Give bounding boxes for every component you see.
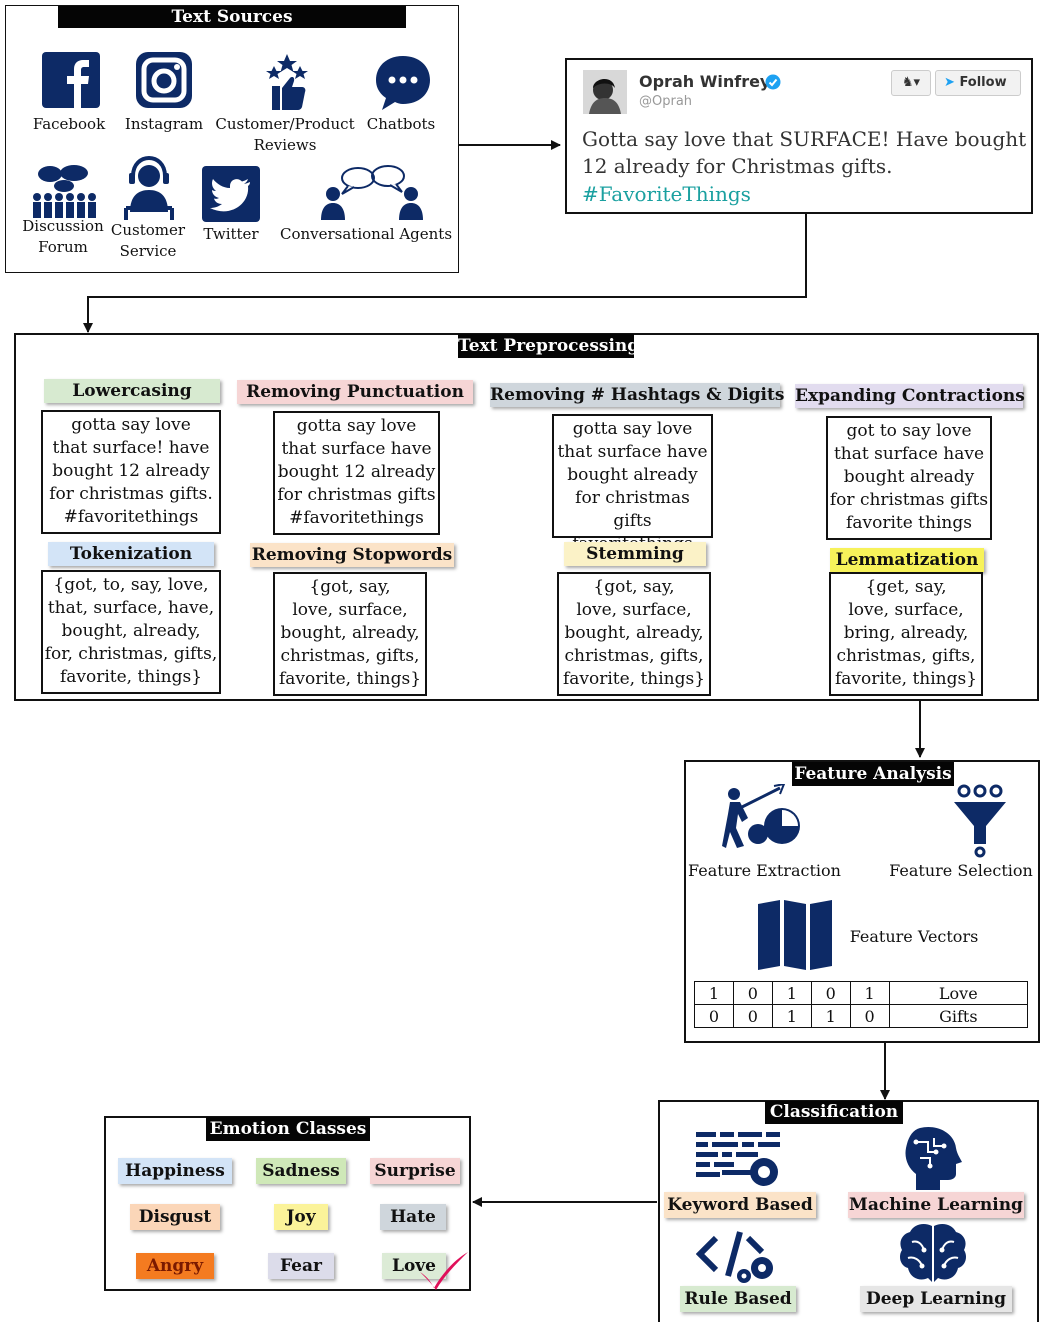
emotion-love: Love	[382, 1253, 446, 1279]
emotion-hate: Hate	[380, 1204, 446, 1230]
step-output-removing-hashtags-digits: gotta say love that surface have bought …	[552, 414, 713, 554]
source-label-instagram: Instagram	[124, 115, 204, 133]
verified-icon	[765, 74, 781, 90]
vector-cell: 0	[732, 1004, 773, 1028]
tweet-author-name: Oprah Winfrey	[639, 72, 771, 91]
source-label-conversational-agents: Conversational Agents	[279, 225, 453, 243]
vector-row-label: Love	[888, 981, 1029, 1005]
emotion-joy: Joy	[274, 1204, 328, 1230]
step-header-removing-stopwords: Removing Stopwords	[250, 543, 454, 567]
step-output-removing-stopwords: {got, say, love, surface, bought, alread…	[273, 572, 427, 696]
review-stars-icon	[266, 54, 308, 110]
step-output-lemmatization: {get, say, love, surface, bring, already…	[829, 572, 983, 696]
emotion-sadness: Sadness	[256, 1158, 346, 1184]
source-label-twitter: Twitter	[203, 225, 259, 243]
follow-button[interactable]: ➤ Follow	[935, 70, 1021, 96]
conversational-agents-icon	[321, 165, 423, 220]
code-gear-icon	[696, 1231, 773, 1283]
step-header-removing-hashtags-digits: Removing # Hashtags & Digits	[490, 383, 785, 407]
feature-analysis-title: Feature Analysis	[792, 762, 954, 786]
twitter-bird-icon: ➤	[944, 75, 955, 90]
feature-vector-table: 1 0 1 0 1 Love 0 0 1 1 0 Gifts	[694, 981, 1029, 1028]
forum-icon	[33, 165, 96, 218]
machine-learning-head-icon	[905, 1126, 962, 1190]
twitter-icon	[202, 166, 260, 222]
step-output-stemming: {got, say, love, surface, bought, alread…	[557, 572, 711, 696]
brain-icon	[900, 1224, 966, 1282]
vector-cell: 0	[849, 1004, 890, 1028]
method-machine-learning: Machine Learning	[848, 1192, 1024, 1218]
step-output-tokenization: {got, to, say, love, that, surface, have…	[41, 570, 221, 694]
step-header-removing-punctuation: Removing Punctuation	[237, 380, 473, 404]
tweet-text: Gotta say love that SURFACE! Have bought…	[582, 127, 1027, 178]
method-deep-learning: Deep Learning	[860, 1286, 1012, 1312]
emotion-happiness: Happiness	[118, 1158, 232, 1184]
tweet-hashtag[interactable]: #FavoriteThings	[582, 182, 751, 206]
emotion-angry: Angry	[136, 1253, 214, 1279]
vector-cell: 1	[771, 1004, 812, 1028]
keyword-icon	[696, 1132, 780, 1186]
tweet-handle: @Oprah	[639, 94, 693, 109]
emotion-classes-title: Emotion Classes	[206, 1117, 370, 1141]
vector-cell: 1	[771, 981, 812, 1005]
selected-check-icon	[420, 1252, 468, 1290]
feature-extraction-icon	[722, 784, 800, 848]
emotion-surprise: Surprise	[370, 1158, 460, 1184]
feature-vector-row: 1 0 1 0 1 Love	[694, 981, 1029, 1005]
vector-cell: 1	[849, 981, 890, 1005]
emotion-disgust: Disgust	[130, 1204, 220, 1230]
vector-cell: 0	[810, 981, 851, 1005]
text-sources-title: Text Sources	[58, 6, 406, 28]
customer-service-icon	[124, 156, 174, 220]
vector-cell: 0	[732, 981, 773, 1005]
facebook-icon	[42, 52, 100, 108]
vector-cell: 1	[694, 981, 734, 1005]
feature-selection-funnel-icon	[954, 784, 1006, 858]
source-label-forum: Discussion Forum	[22, 217, 104, 256]
step-output-lowercasing: gotta say love that surface! have bought…	[41, 410, 221, 534]
vector-cell: 0	[694, 1004, 734, 1028]
method-rule-based: Rule Based	[680, 1286, 796, 1312]
step-header-tokenization: Tokenization	[48, 542, 214, 566]
source-label-reviews: Customer/Product Reviews	[215, 115, 355, 154]
step-header-expanding-contractions: Expanding Contractions	[795, 384, 1025, 408]
instagram-icon	[136, 52, 192, 108]
feature-vectors-label: Feature Vectors	[849, 927, 979, 946]
step-output-removing-punctuation: gotta say love that surface have bought …	[273, 411, 440, 535]
vector-cell: 1	[810, 1004, 851, 1028]
tweet-card: Oprah Winfrey @Oprah ♞▾ ➤ Follow Gotta s…	[565, 58, 1033, 214]
emotion-fear: Fear	[268, 1253, 334, 1279]
source-label-facebook: Facebook	[32, 115, 106, 133]
step-output-expanding-contractions: got to say love that surface have bought…	[826, 416, 992, 540]
source-label-chatbots: Chatbots	[366, 115, 436, 133]
classification-title: Classification	[765, 1101, 903, 1124]
arrow-tweet-to-preprocessing	[83, 214, 807, 333]
step-header-lemmatization: Lemmatization	[830, 548, 984, 572]
step-header-stemming: Stemming	[564, 542, 706, 566]
follow-label: Follow	[959, 75, 1007, 90]
text-sources-panel: Text Sources Facebook Instagram Customer…	[5, 5, 459, 273]
feature-selection-label: Feature Selection	[889, 861, 1033, 880]
chatbot-icon	[376, 56, 430, 110]
feature-vector-row: 0 0 1 1 0 Gifts	[694, 1004, 1029, 1028]
vector-row-label: Gifts	[888, 1004, 1029, 1028]
method-keyword-based: Keyword Based	[664, 1192, 816, 1218]
person-dropdown-icon: ♞▾	[901, 75, 921, 90]
source-label-customer-service: Customer Service	[110, 221, 186, 260]
text-preprocessing-title: Text Preprocessing	[458, 334, 640, 358]
user-menu-button[interactable]: ♞▾	[891, 70, 931, 96]
feature-extraction-label: Feature Extraction	[688, 861, 841, 880]
avatar	[583, 70, 627, 114]
step-header-lowercasing: Lowercasing	[44, 379, 220, 403]
feature-vectors-icon	[758, 900, 832, 970]
